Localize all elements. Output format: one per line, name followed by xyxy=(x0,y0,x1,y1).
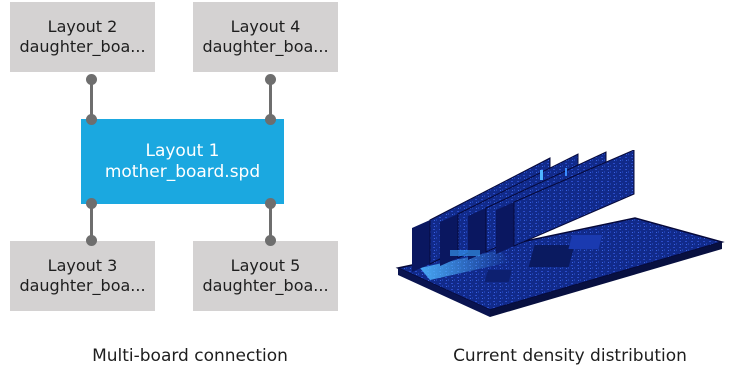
connector-dot xyxy=(265,74,276,85)
daughter-slice-side xyxy=(440,214,458,266)
mother-board-layout-1[interactable]: Layout 1 mother_board.spd xyxy=(81,119,284,204)
daughter-board-layout-3[interactable]: Layout 3 daughter_boa... xyxy=(10,241,155,311)
daughter-board-slice xyxy=(513,150,635,247)
connector-line xyxy=(90,204,93,240)
caption-current-density: Current density distribution xyxy=(453,346,687,366)
daughter-board-layout-2[interactable]: Layout 2 daughter_boa... xyxy=(10,2,155,72)
daughter-board-layout-4[interactable]: Layout 4 daughter_boa... xyxy=(193,2,338,72)
connector-line xyxy=(269,80,272,118)
current-density-3d-icon xyxy=(395,150,725,317)
connector-dot xyxy=(265,114,276,125)
layout-label: Layout 1 xyxy=(145,140,220,161)
layout-label: Layout 2 xyxy=(47,17,118,37)
daughter-board-layout-5[interactable]: Layout 5 daughter_boa... xyxy=(193,241,338,311)
connector-dot xyxy=(265,198,276,209)
layout-filename: daughter_boa... xyxy=(19,37,146,56)
layout-label: Layout 5 xyxy=(230,256,301,276)
layout-filename: daughter_boa... xyxy=(202,276,329,295)
board-component xyxy=(568,235,603,249)
layout-label: Layout 3 xyxy=(47,256,118,276)
current-hotspot xyxy=(540,170,543,180)
layout-filename: mother_board.spd xyxy=(104,161,261,182)
layout-label: Layout 4 xyxy=(230,17,301,37)
current-hotspot xyxy=(450,250,480,256)
connector-dot xyxy=(86,74,97,85)
layout-filename: daughter_boa... xyxy=(19,276,146,295)
connector-dot xyxy=(86,235,97,246)
connector-dot xyxy=(86,198,97,209)
connector-dot xyxy=(86,114,97,125)
connector-line xyxy=(269,204,272,240)
current-hotspot xyxy=(420,250,510,280)
board-edge xyxy=(398,268,490,317)
current-hotspot xyxy=(565,168,567,176)
daughter-slice-side xyxy=(468,208,486,260)
connector-dot xyxy=(265,235,276,246)
board-component xyxy=(484,270,512,282)
board-component xyxy=(528,245,575,267)
layout-filename: daughter_boa... xyxy=(202,37,329,56)
caption-multi-board-connection: Multi-board connection xyxy=(92,346,288,366)
connector-line xyxy=(90,80,93,118)
board-edge xyxy=(490,242,722,317)
daughter-slice-side xyxy=(412,220,430,272)
daughter-slice-side xyxy=(496,202,514,254)
